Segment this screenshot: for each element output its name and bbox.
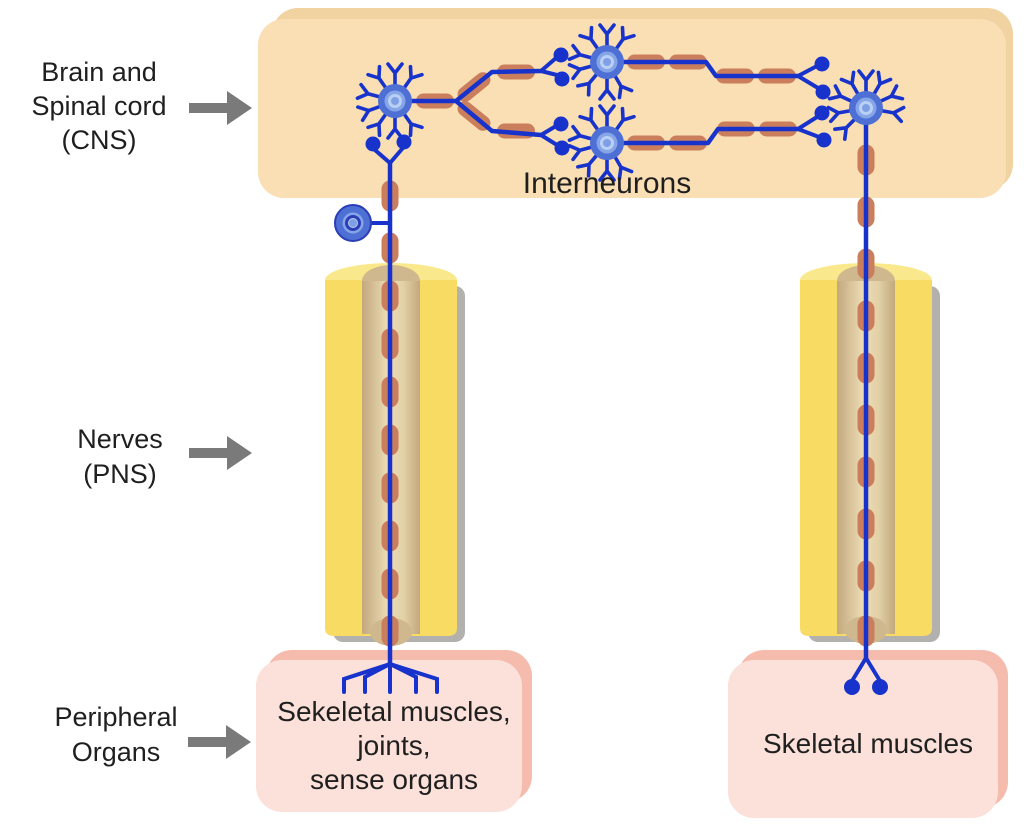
relay-terminal-bouton bbox=[554, 140, 570, 156]
relay-terminal-bouton bbox=[553, 116, 569, 132]
arrow-to-pns bbox=[189, 436, 252, 470]
soma-interneuron-upper bbox=[590, 45, 624, 79]
left-organ-line2: joints, bbox=[356, 730, 430, 761]
relay-lower-terminal bbox=[539, 124, 559, 147]
neural-circuit bbox=[334, 23, 906, 695]
label-peripheral-organs: Peripheral Organs bbox=[54, 702, 251, 767]
organ-box-right bbox=[728, 650, 1008, 818]
relay-axon bbox=[409, 68, 544, 138]
organ-box-right-front-layer bbox=[728, 660, 998, 818]
organ-box-left bbox=[256, 650, 532, 812]
label-peripheral-line1: Peripheral bbox=[54, 702, 177, 732]
relay-upper-terminal bbox=[539, 56, 559, 77]
interneuron-terminal-bouton bbox=[814, 56, 830, 72]
soma-relay-neuron bbox=[378, 84, 412, 118]
synaptic-boutons bbox=[365, 47, 888, 695]
axons bbox=[342, 56, 882, 694]
interneuron-terminal-bouton bbox=[816, 132, 832, 148]
soma-interneuron-lower bbox=[590, 126, 624, 160]
organ-box-left-front-layer bbox=[256, 660, 522, 812]
label-cns-line1: Brain and bbox=[41, 57, 157, 87]
label-pns: Nerves (PNS) bbox=[77, 424, 252, 489]
label-pns-line1: Nerves bbox=[77, 424, 163, 454]
arrow-to-peripheral bbox=[188, 725, 251, 759]
relay-terminal-bouton bbox=[554, 71, 570, 87]
sensory-ending-fan bbox=[342, 662, 439, 694]
interneuron-upper-terminal bbox=[796, 64, 820, 90]
label-cns-line3: (CNS) bbox=[62, 125, 137, 155]
interneuron-lower-terminal bbox=[796, 115, 821, 139]
organ-box-left-text: Sekeletal muscles, joints, sense organs bbox=[277, 696, 510, 795]
interneuron-terminal-bouton bbox=[815, 84, 831, 100]
interneuron-terminal-bouton bbox=[814, 105, 830, 121]
arrow-to-cns bbox=[189, 91, 252, 125]
interneuron-lower-axon bbox=[621, 126, 801, 146]
label-interneurons: Interneurons bbox=[523, 167, 691, 200]
left-organ-line1: Sekeletal muscles, bbox=[277, 696, 510, 727]
motor-ending-fork bbox=[850, 656, 882, 683]
label-peripheral-line2: Organs bbox=[72, 737, 161, 767]
sensory-terminal-bouton bbox=[396, 134, 412, 150]
left-organ-line3: sense organs bbox=[310, 764, 478, 795]
interneuron-upper-axon bbox=[621, 59, 801, 79]
motor-terminal-bouton bbox=[844, 679, 860, 695]
relay-terminal-bouton bbox=[553, 47, 569, 63]
motor-terminal-bouton bbox=[872, 679, 888, 695]
label-cns-line2: Spinal cord bbox=[31, 91, 166, 121]
sensory-terminal-bouton bbox=[365, 136, 381, 152]
soma-sensory-neuron bbox=[334, 204, 372, 242]
label-pns-line2: (PNS) bbox=[83, 459, 157, 489]
sensory-terminal-stems bbox=[373, 147, 404, 165]
label-cns: Brain and Spinal cord (CNS) bbox=[31, 57, 252, 155]
soma-motor-neuron bbox=[849, 91, 883, 125]
right-organ-label: Skeletal muscles bbox=[763, 728, 973, 759]
